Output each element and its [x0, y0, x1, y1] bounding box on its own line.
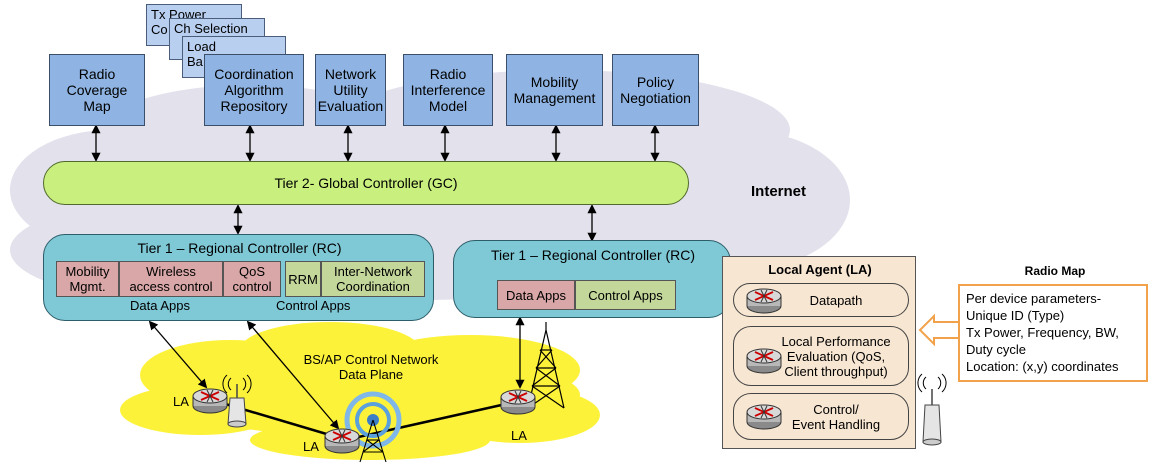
- rc-right-control-apps: Control Apps: [575, 280, 676, 310]
- control-event-line1: Control/: [813, 401, 859, 417]
- radio-map-title: Radio Map: [1024, 264, 1086, 278]
- local-performance-pill: Local Performance Evaluation (QoS, Clien…: [733, 326, 909, 386]
- rc-mobility-line2: Mgmt.: [69, 279, 106, 294]
- rc-wireless-line1: Wireless: [146, 264, 196, 279]
- mobility-management-box: Mobility Management: [506, 54, 603, 126]
- la-label-left: LA: [173, 394, 189, 409]
- rc-qos-line1: QoS: [238, 264, 265, 279]
- tx-power-label-cont: Co: [151, 22, 168, 37]
- radio-map-line: Per device parameters-: [966, 291, 1102, 306]
- policy-line2: Negotiation: [620, 90, 691, 106]
- network-utility-line2: Utility: [333, 82, 368, 98]
- gc-rc-arrows: [233, 204, 597, 242]
- rc-wireless-line2: access control: [129, 279, 213, 294]
- network-utility-line3: Evaluation: [317, 98, 384, 114]
- rc-qos-line2: control: [232, 279, 272, 294]
- rc-right-data-apps-label: Data Apps: [506, 287, 566, 303]
- ch-selection-label: Ch Selection: [174, 21, 248, 36]
- radio-map-line: Tx Power, Frequency, BW,: [966, 325, 1119, 340]
- radio-map-arrow: [918, 313, 961, 347]
- router-icon: [746, 348, 782, 374]
- control-network-line2: Data Plane: [338, 367, 404, 382]
- network-utility-box: Network Utility Evaluation: [315, 54, 386, 126]
- rc-left-data-apps-label: Data Apps: [130, 298, 190, 313]
- radio-map-line: Unique ID (Type): [966, 308, 1065, 323]
- rc-wireless-cell: Wireless access control: [119, 261, 223, 297]
- rc-rrm-cell: RRM: [285, 261, 321, 297]
- router-icon: [746, 288, 782, 314]
- mobility-line2: Management: [513, 90, 596, 106]
- coordination-line1: Coordination: [214, 66, 294, 82]
- rc-inter-line1: Inter-Network: [333, 264, 413, 279]
- coordination-line3: Repository: [220, 98, 288, 114]
- coordination-line2: Algorithm: [224, 82, 284, 98]
- radio-interference-line1: Radio: [429, 66, 467, 82]
- local-performance-line1: Local Performance: [781, 333, 891, 349]
- coordination-algorithm-box: Coordination Algorithm Repository: [204, 54, 304, 126]
- rc-mobility-line1: Mobility: [65, 264, 110, 279]
- datapath-label: Datapath: [809, 292, 863, 308]
- access-point-left: [222, 374, 252, 428]
- center-tower: [344, 391, 402, 463]
- rc-right-control-apps-label: Control Apps: [588, 287, 663, 303]
- internet-label: Internet: [751, 183, 807, 200]
- load-label-cont: Ba: [187, 54, 203, 69]
- mobility-line1: Mobility: [530, 74, 579, 90]
- local-performance-line3: Client throughput): [784, 363, 888, 379]
- local-agent-title: Local Agent (LA): [768, 262, 872, 277]
- top-arrows: [91, 124, 660, 162]
- access-point-right: [917, 373, 947, 446]
- network-utility-line1: Network: [324, 66, 377, 82]
- rc-left-title: Tier 1 – Regional Controller (RC): [137, 240, 342, 256]
- control-event-line2: Event Handling: [791, 416, 881, 432]
- radio-map-box: Per device parameters- Unique ID (Type) …: [958, 284, 1148, 382]
- rc-right-title: Tier 1 – Regional Controller (RC): [490, 247, 696, 263]
- radio-interference-line2: Interference: [410, 82, 486, 98]
- policy-negotiation-box: Policy Negotiation: [612, 54, 699, 126]
- policy-line1: Policy: [636, 74, 675, 90]
- rc-mobility-cell: Mobility Mgmt.: [56, 261, 119, 297]
- la-label-center: LA: [303, 439, 319, 454]
- global-controller: Tier 2- Global Controller (GC): [43, 161, 689, 205]
- control-network-line1: BS/AP Control Network: [303, 352, 439, 367]
- rc-left-control-apps-label: Control Apps: [276, 298, 351, 313]
- radio-coverage-map-box: Radio Coverage Map: [49, 54, 145, 126]
- radio-coverage-line1: Radio: [78, 66, 116, 82]
- radio-interference-box: Radio Interference Model: [403, 54, 493, 126]
- rc-qos-cell: QoS control: [223, 261, 281, 297]
- rc-la-arrows: [148, 316, 525, 430]
- rc-rrm-label: RRM: [288, 271, 318, 287]
- rc-right-data-apps: Data Apps: [497, 280, 575, 310]
- radio-coverage-line2: Coverage: [66, 82, 128, 98]
- global-controller-label: Tier 2- Global Controller (GC): [274, 175, 458, 191]
- radio-interference-line3: Model: [428, 98, 468, 114]
- la-label-right: LA: [511, 428, 527, 443]
- router-icon: [746, 404, 782, 430]
- local-performance-line2: Evaluation (QoS,: [786, 348, 886, 364]
- control-network-label: BS/AP Control Network Data Plane: [296, 352, 446, 382]
- radio-map-line: Duty cycle: [966, 342, 1026, 357]
- radio-map-line: Location: (x,y) coordinates: [966, 359, 1119, 374]
- rc-inter-line2: Coordination: [336, 279, 410, 294]
- load-label: Load: [187, 39, 216, 54]
- rc-inter-network-cell: Inter-Network Coordination: [321, 261, 425, 297]
- radio-coverage-line3: Map: [83, 98, 111, 114]
